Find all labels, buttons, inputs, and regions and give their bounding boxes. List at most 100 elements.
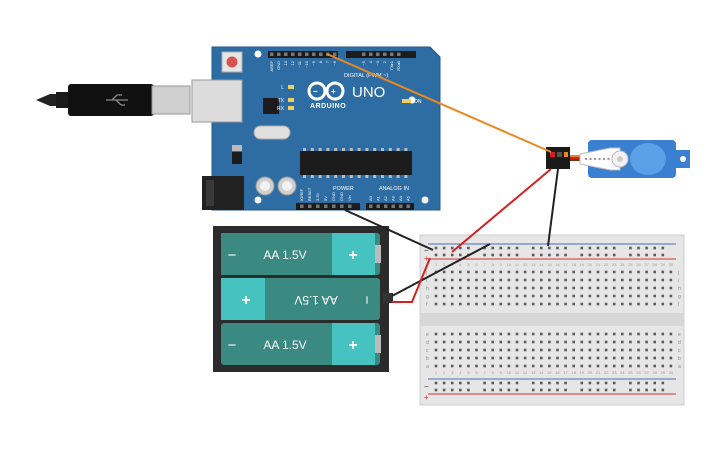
terminal-hole[interactable] (434, 356, 438, 360)
terminal-hole[interactable] (637, 294, 640, 298)
rail-hole[interactable] (604, 253, 608, 257)
terminal-hole[interactable] (507, 286, 511, 290)
rail-hole[interactable] (515, 246, 519, 250)
rail-hole[interactable] (556, 246, 559, 250)
terminal-hole[interactable] (450, 364, 454, 368)
rail-hole[interactable] (491, 388, 494, 392)
rail-hole[interactable] (531, 246, 535, 250)
terminal-hole[interactable] (669, 302, 673, 306)
terminal-hole[interactable] (596, 340, 600, 344)
terminal-hole[interactable] (483, 278, 486, 282)
terminal-hole[interactable] (669, 364, 673, 368)
terminal-hole[interactable] (604, 278, 608, 282)
terminal-hole[interactable] (629, 340, 632, 344)
terminal-hole[interactable] (661, 270, 665, 274)
terminal-hole[interactable] (604, 286, 608, 290)
terminal-hole[interactable] (540, 332, 543, 336)
power-pin-hole[interactable] (316, 204, 320, 209)
terminal-hole[interactable] (475, 278, 478, 282)
terminal-hole[interactable] (540, 364, 543, 368)
terminal-hole[interactable] (483, 356, 486, 360)
terminal-hole[interactable] (653, 332, 656, 336)
terminal-hole[interactable] (564, 278, 567, 282)
servo-motor[interactable] (546, 140, 690, 178)
terminal-hole[interactable] (459, 332, 462, 336)
rail-hole[interactable] (548, 246, 551, 250)
terminal-hole[interactable] (548, 340, 551, 344)
terminal-hole[interactable] (491, 356, 494, 360)
terminal-hole[interactable] (507, 302, 511, 306)
terminal-hole[interactable] (637, 270, 640, 274)
terminal-hole[interactable] (540, 356, 543, 360)
terminal-hole[interactable] (572, 302, 575, 306)
terminal-hole[interactable] (572, 340, 575, 344)
terminal-hole[interactable] (515, 278, 519, 282)
header-pin-hole[interactable] (397, 52, 401, 57)
terminal-hole[interactable] (580, 332, 584, 336)
rail-hole[interactable] (459, 246, 462, 250)
terminal-hole[interactable] (645, 294, 648, 298)
terminal-hole[interactable] (548, 270, 551, 274)
terminal-hole[interactable] (645, 356, 648, 360)
rail-hole[interactable] (556, 381, 559, 385)
rail-hole[interactable] (612, 388, 616, 392)
terminal-hole[interactable] (540, 270, 543, 274)
terminal-hole[interactable] (596, 302, 600, 306)
terminal-hole[interactable] (645, 270, 648, 274)
analog-pin-hole[interactable] (369, 204, 373, 209)
rail-hole[interactable] (540, 388, 543, 392)
rail-hole[interactable] (450, 388, 454, 392)
terminal-hole[interactable] (580, 270, 584, 274)
terminal-hole[interactable] (653, 270, 656, 274)
terminal-hole[interactable] (548, 348, 551, 352)
rail-hole[interactable] (653, 381, 656, 385)
analog-pin-hole[interactable] (376, 204, 381, 209)
terminal-hole[interactable] (442, 332, 446, 336)
terminal-hole[interactable] (434, 294, 438, 298)
terminal-hole[interactable] (507, 270, 511, 274)
terminal-hole[interactable] (564, 286, 567, 290)
terminal-hole[interactable] (523, 348, 527, 352)
rail-hole[interactable] (507, 381, 511, 385)
terminal-hole[interactable] (612, 302, 616, 306)
terminal-hole[interactable] (596, 270, 600, 274)
terminal-hole[interactable] (629, 302, 632, 306)
terminal-hole[interactable] (669, 348, 673, 352)
terminal-hole[interactable] (515, 302, 519, 306)
terminal-hole[interactable] (434, 348, 438, 352)
terminal-hole[interactable] (580, 286, 584, 290)
terminal-hole[interactable] (612, 348, 616, 352)
terminal-hole[interactable] (475, 286, 478, 290)
terminal-hole[interactable] (450, 270, 454, 274)
terminal-hole[interactable] (483, 302, 486, 306)
terminal-hole[interactable] (548, 332, 551, 336)
rail-hole[interactable] (442, 388, 446, 392)
terminal-hole[interactable] (621, 278, 624, 282)
terminal-hole[interactable] (621, 294, 624, 298)
terminal-hole[interactable] (629, 286, 632, 290)
header-pin-hole[interactable] (277, 52, 281, 57)
rail-hole[interactable] (596, 253, 600, 257)
terminal-hole[interactable] (645, 364, 648, 368)
terminal-hole[interactable] (653, 278, 656, 282)
terminal-hole[interactable] (588, 302, 592, 306)
reset-button[interactable] (226, 56, 238, 68)
rail-hole[interactable] (459, 253, 462, 257)
header-pin-hole[interactable] (270, 52, 274, 57)
terminal-hole[interactable] (612, 340, 616, 344)
analog-pin-hole[interactable] (406, 204, 411, 209)
rail-hole[interactable] (434, 381, 438, 385)
terminal-hole[interactable] (523, 340, 527, 344)
terminal-hole[interactable] (475, 356, 478, 360)
rail-hole[interactable] (507, 246, 511, 250)
terminal-hole[interactable] (467, 332, 470, 336)
terminal-hole[interactable] (580, 294, 584, 298)
terminal-hole[interactable] (499, 270, 503, 274)
terminal-hole[interactable] (588, 294, 592, 298)
terminal-hole[interactable] (653, 356, 656, 360)
terminal-hole[interactable] (556, 356, 559, 360)
rail-hole[interactable] (629, 381, 632, 385)
rail-hole[interactable] (596, 381, 600, 385)
